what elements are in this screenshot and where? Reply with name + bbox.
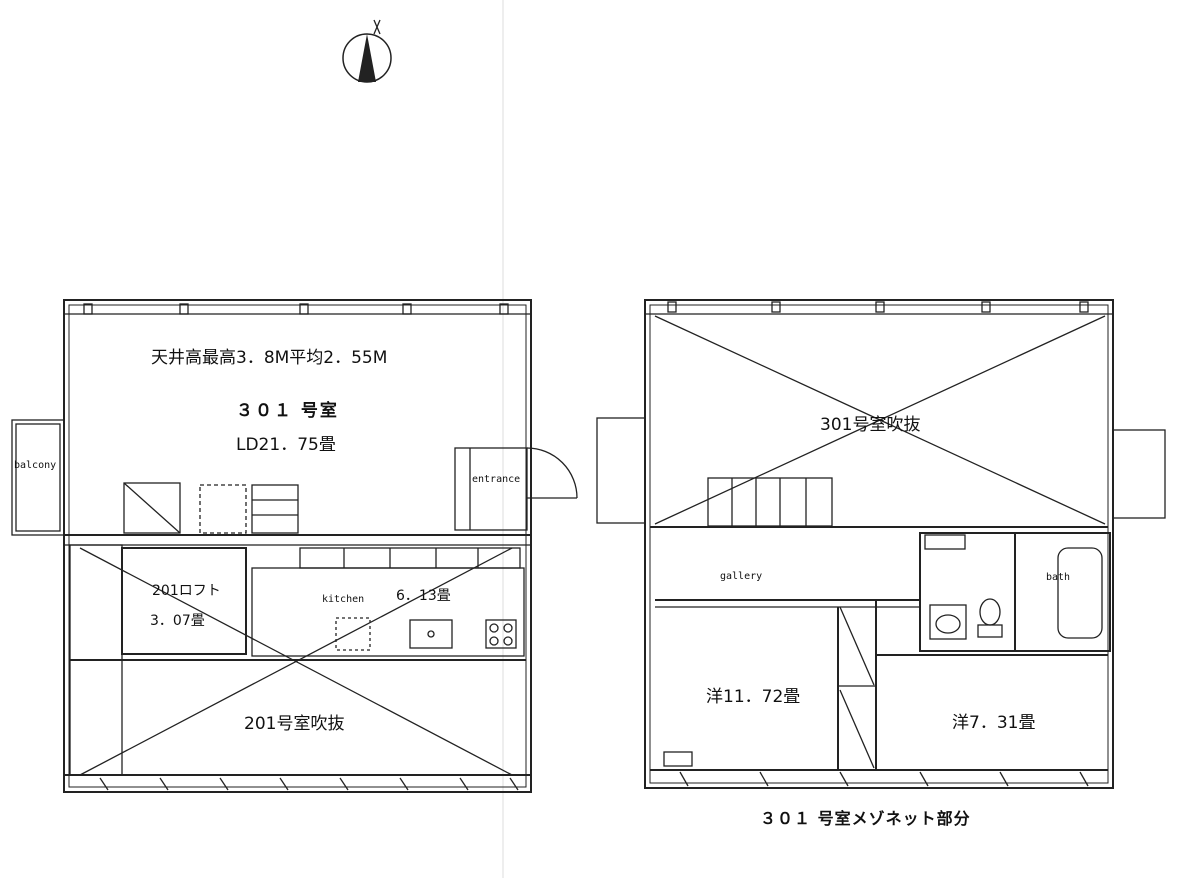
room-west-large-label: 洋11．72畳 [706,687,801,707]
loft-name-label: 201ロフト [152,583,221,599]
kitchen-area-label: 6．13畳 [396,588,451,604]
plan-caption: ３０１ 号室メゾネット部分 [760,809,971,828]
balcony-label: balcony [14,460,57,471]
entrance-label: entrance [472,474,521,485]
bath-label: bath [1046,572,1071,583]
ld-area-label: LD21．75畳 [236,435,336,455]
room-west-small-label: 洋7．31畳 [952,713,1036,733]
right-plan [596,299,1166,789]
north-arrow-icon [342,19,392,83]
left-plan [11,299,578,793]
void-201-label: 201号室吹抜 [244,714,345,734]
kitchen-label: kitchen [322,594,365,605]
loft-area-label: 3．07畳 [150,613,205,629]
gallery-label: gallery [720,571,763,582]
unit-number-label: ３０１ 号室 [236,401,339,421]
ceiling-height-note: 天井高最高3．8M平均2．55M [151,348,388,368]
void-301-label: 301号室吹抜 [820,415,921,435]
